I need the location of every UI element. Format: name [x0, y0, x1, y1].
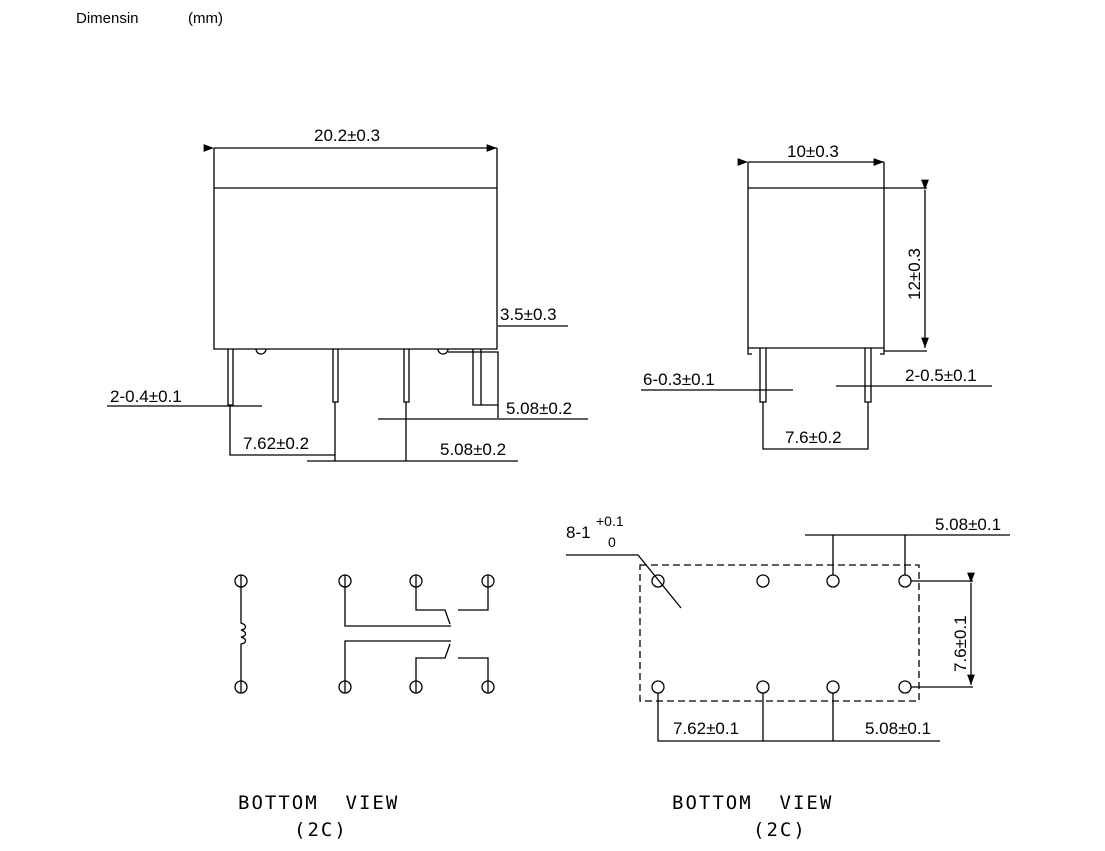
dim-pin-spacing: 7.62±0.2 [243, 434, 309, 453]
dim-pin-height: 3.5±0.3 [500, 305, 557, 324]
coil-icon [240, 575, 247, 693]
right-caption-title: BOTTOM VIEW [672, 792, 833, 814]
dim-pin-width: 2-0.4±0.1 [110, 387, 182, 406]
dim-side-pin-spacing: 7.6±0.2 [785, 428, 842, 447]
dim-bottom-spacing-2: 5.08±0.1 [865, 719, 931, 738]
pcb-footprint: 8-1 +0.1 0 5.08±0.1 7.6±0.1 7.62±0.1 5.0… [566, 513, 1010, 742]
dim-side-height: 12±0.3 [905, 248, 924, 300]
dim-pin-width-left: 6-0.3±0.1 [643, 370, 715, 389]
hole-tol-plus: +0.1 [596, 513, 624, 529]
left-caption-title: BOTTOM VIEW [238, 792, 399, 814]
hole-tol-minus: 0 [608, 534, 616, 550]
right-caption-sub: (2C) [753, 819, 807, 841]
side-view: 10±0.3 12±0.3 6-0.3±0.1 2-0.5±0.1 7.6±0.… [641, 142, 992, 450]
dim-side-width: 10±0.3 [787, 142, 839, 161]
dim-bottom-spacing-1: 7.62±0.1 [673, 719, 739, 738]
dim-pin-width-right: 2-0.5±0.1 [905, 366, 977, 385]
front-view: 20.2±0.3 3.5±0.3 2-0.4±0.1 5.08±0.2 7.62… [107, 126, 588, 462]
hole-label: 8-1 [566, 523, 591, 542]
header-unit: (mm) [188, 10, 223, 27]
header-title: Dimensin [76, 10, 139, 27]
dim-pin-spacing-2: 5.08±0.2 [440, 440, 506, 459]
left-caption-sub: (2C) [294, 819, 348, 841]
dim-row-spacing: 7.6±0.1 [951, 615, 970, 672]
dim-pin-pitch-right: 5.08±0.2 [506, 399, 572, 418]
dim-width: 20.2±0.3 [314, 126, 380, 145]
schematic-bottom-view [234, 574, 495, 694]
dim-top-spacing: 5.08±0.1 [935, 515, 1001, 534]
